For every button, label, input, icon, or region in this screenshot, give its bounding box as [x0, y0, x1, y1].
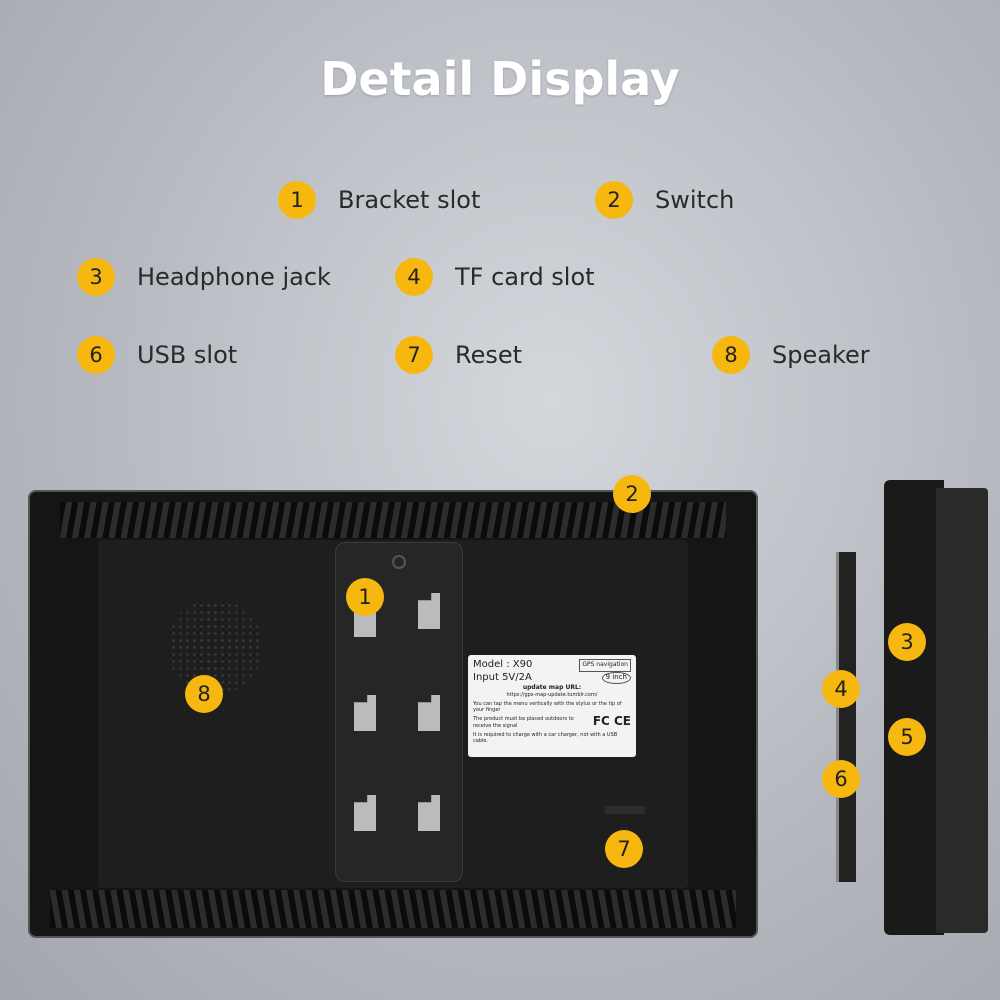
legend-label: Reset [455, 341, 523, 369]
device-side-view [836, 480, 991, 935]
side-screen [936, 488, 988, 933]
callout-5: 5 [888, 718, 926, 756]
url-text: https://gps-map-update.tumblr.com/ [506, 691, 598, 698]
number-badge: 2 [595, 181, 633, 219]
legend-item: 3 Headphone jack [77, 258, 331, 296]
size-text: 9 inch [601, 671, 631, 684]
number-badge: 8 [712, 336, 750, 374]
legend-label: Headphone jack [137, 263, 331, 291]
bracket-hole [354, 695, 376, 731]
bracket-hole [418, 695, 440, 731]
page-title: Detail Display [320, 52, 680, 106]
legend-item: 7 Reset [395, 336, 522, 374]
speaker-grille [170, 602, 260, 692]
reset-hole [605, 806, 645, 814]
legend-label: Bracket slot [338, 186, 481, 214]
legend-label: TF card slot [455, 263, 595, 291]
legend-label: Switch [655, 186, 735, 214]
note-text: It is required to charge with a car char… [473, 731, 618, 744]
note-text: The product must be placed outdoors to r… [473, 716, 574, 729]
side-bracket [836, 552, 856, 882]
vents [50, 890, 736, 928]
legend-label: USB slot [137, 341, 238, 369]
device-label: Model : X90 GPS navigation Input 5V/2A 9 i… [468, 655, 636, 757]
callout-headphone-jack: 3 [888, 623, 926, 661]
callout-switch: 2 [613, 475, 651, 513]
bracket-hole [418, 795, 440, 831]
bracket-hole [418, 593, 440, 629]
cert-marks: FC CE [592, 713, 631, 728]
model-text: Model : X90 [473, 659, 533, 670]
number-badge: 4 [395, 258, 433, 296]
vents [60, 502, 726, 538]
number-badge: 6 [77, 336, 115, 374]
legend-item: 8 Speaker [712, 336, 870, 374]
number-badge: 7 [395, 336, 433, 374]
device-back-view: Model : X90 GPS navigation Input 5V/2A 9 i… [28, 490, 758, 938]
legend-label: Speaker [772, 341, 870, 369]
callout-tf-card-slot: 4 [822, 670, 860, 708]
callout-bracket-slot: 1 [346, 578, 384, 616]
screw-icon [392, 555, 406, 569]
update-text: update map URL: [522, 684, 582, 691]
callout-reset: 7 [605, 830, 643, 868]
callout-speaker: 8 [185, 675, 223, 713]
bracket-hole [354, 795, 376, 831]
note-text: You can tap the menu vertically with the… [473, 700, 622, 713]
number-badge: 1 [278, 181, 316, 219]
tag-text: GPS navigation [579, 659, 631, 672]
callout-usb-slot: 6 [822, 760, 860, 798]
legend-item: 6 USB slot [77, 336, 237, 374]
input-text: Input 5V/2A [473, 671, 532, 683]
legend-item: 1 Bracket slot [278, 181, 480, 219]
legend-item: 4 TF card slot [395, 258, 595, 296]
number-badge: 3 [77, 258, 115, 296]
side-body [884, 480, 944, 935]
legend-item: 2 Switch [595, 181, 734, 219]
